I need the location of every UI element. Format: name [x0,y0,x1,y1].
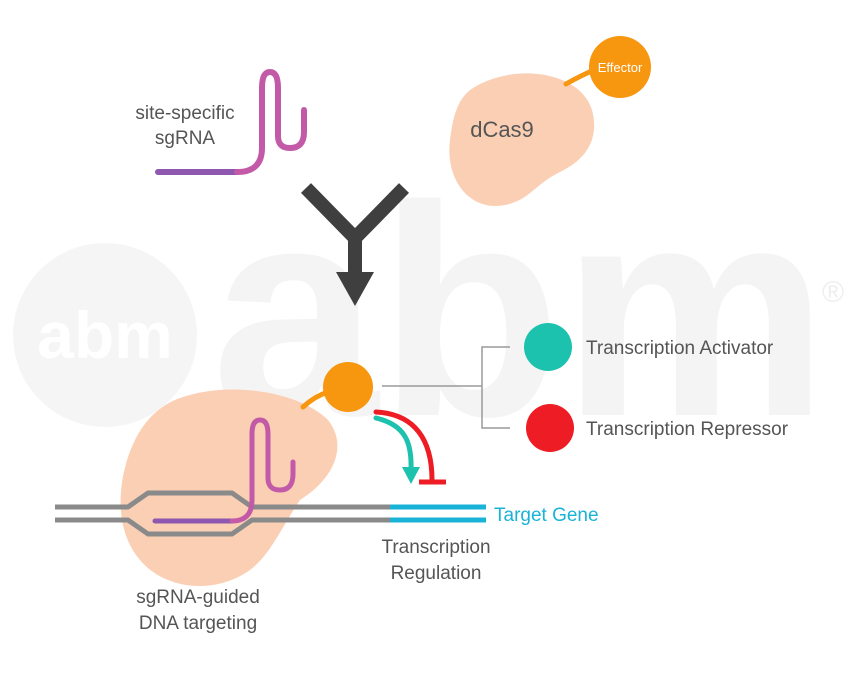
sgrna-label-line2: sgRNA [155,128,216,149]
effector-label: Effector [598,60,643,75]
dcas9-bound-shape [120,389,338,587]
legend: Transcription Activator Transcription Re… [382,323,789,452]
watermark-logo-small: abm [37,298,173,372]
dna-bottom-strand [55,517,390,537]
activator-circle [524,323,572,371]
dna [55,490,486,537]
sgrna-bound-hairpin [229,417,296,524]
repressor-label: Transcription Repressor [586,419,789,440]
activation-arrowhead [402,467,420,484]
dcas9-component: Effector dCas9 [449,36,651,206]
activation-arrow [373,415,414,473]
target-gene-label: Target Gene [494,505,599,526]
dcas9-shape [449,73,595,206]
sgrna-hairpin [234,69,307,175]
watermark-circle [13,243,197,427]
sgrna-bound [152,417,296,524]
effector-circle [589,36,651,98]
sgrna-label-line1: site-specific [135,103,234,124]
repressor-circle [526,404,574,452]
combine-arrow-head [336,272,374,306]
activator-label: Transcription Activator [586,338,774,359]
effector-bound-circle [323,362,373,412]
legend-bracket [481,346,510,429]
regulation-arrows [373,409,446,485]
sgrna-component: site-specific sgRNA [135,69,307,175]
dna-top-strand [55,490,390,510]
combine-arrow [301,183,409,306]
dcas9-label: dCas9 [470,117,534,142]
regulation-label-line1: Transcription [381,537,490,558]
targeting-label-line1: sgRNA-guided [136,587,260,608]
targeting-label-line2: DNA targeting [139,613,257,634]
effector-bound [300,362,373,412]
repression-arrow [373,409,435,483]
watermark-registered: ® [822,276,844,309]
regulation-label-line2: Regulation [391,563,482,584]
